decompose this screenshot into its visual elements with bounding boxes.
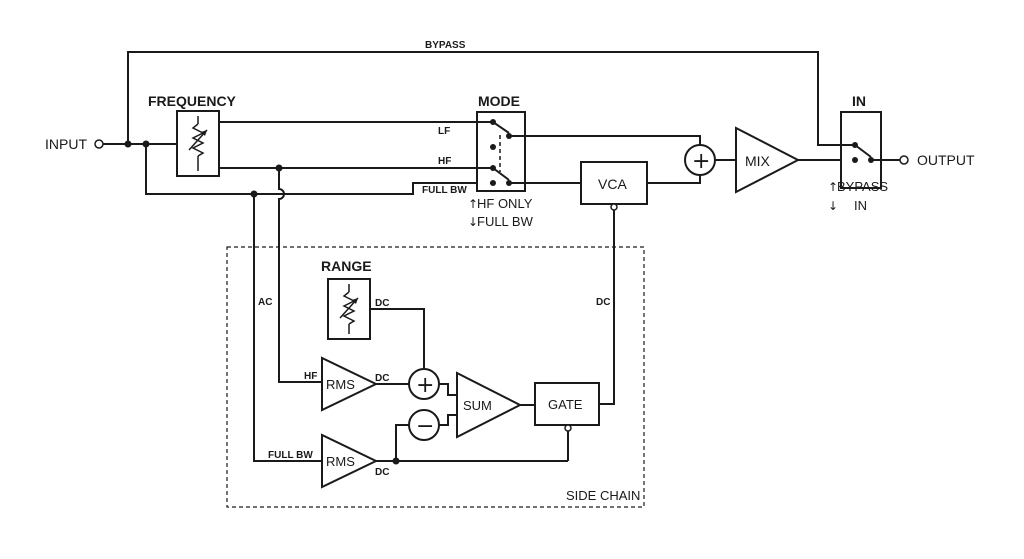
gate-to-vca-wire bbox=[599, 210, 615, 405]
mode-switch-contacts bbox=[477, 119, 512, 186]
side-summer-plus-icon: + bbox=[416, 373, 434, 398]
bypass-label: BYPASS bbox=[425, 40, 466, 51]
side-chain-label: SIDE CHAIN bbox=[566, 488, 640, 503]
hf-only-label: HF ONLY bbox=[477, 196, 533, 211]
output-terminal bbox=[899, 155, 909, 165]
input-terminal bbox=[94, 139, 104, 149]
gate-label: GATE bbox=[548, 397, 583, 412]
plus-to-sum-wire bbox=[439, 383, 457, 396]
minus-to-sum-wire bbox=[439, 414, 457, 426]
mix-amplifier bbox=[735, 126, 801, 194]
rms-hf-dc-label: DC bbox=[375, 373, 389, 384]
up-arrow-icon: ↑ bbox=[468, 197, 478, 211]
in-switch-label: IN bbox=[854, 198, 867, 213]
side-summer-minus-icon: − bbox=[416, 414, 434, 439]
range-title: RANGE bbox=[321, 258, 372, 274]
range-potentiometer-icon bbox=[339, 284, 359, 334]
output-label: OUTPUT bbox=[917, 152, 975, 168]
lf-out-wire bbox=[509, 135, 701, 147]
rms-fullbw-dc-label: DC bbox=[375, 467, 389, 478]
frequency-title: FREQUENCY bbox=[148, 93, 237, 109]
vca-out-wire bbox=[647, 173, 701, 184]
mode-title: MODE bbox=[478, 93, 520, 109]
bypass-switch-label: BYPASS bbox=[837, 179, 888, 194]
frequency-potentiometer-icon bbox=[188, 116, 208, 171]
bypass-up-arrow-icon: ↑ bbox=[828, 180, 838, 194]
mix-label: MIX bbox=[745, 153, 771, 169]
input-label: INPUT bbox=[45, 136, 87, 152]
fullbw-label: FULL BW bbox=[422, 185, 467, 196]
mode-switch-box bbox=[476, 111, 526, 192]
range-out-wire bbox=[370, 308, 425, 368]
sum-label: SUM bbox=[463, 398, 492, 413]
vca-dc-label: DC bbox=[596, 297, 610, 308]
side-chain-boundary bbox=[226, 246, 645, 508]
full-bw-mode-label: FULL BW bbox=[477, 214, 534, 229]
hf-label: HF bbox=[438, 156, 451, 167]
sidechain-fullbw-wire bbox=[253, 194, 322, 462]
vca-control-terminal bbox=[610, 203, 618, 211]
range-dc-label: DC bbox=[375, 298, 389, 309]
sidechain-fullbw-label: FULL BW bbox=[268, 450, 313, 461]
sidechain-hf-wire bbox=[278, 168, 322, 383]
rms-hf-label: RMS bbox=[326, 377, 355, 392]
rms-fullbw-to-minus-wire bbox=[395, 424, 409, 461]
main-summer-plus-icon: + bbox=[692, 149, 710, 174]
rms-fullbw-label: RMS bbox=[326, 454, 355, 469]
rms-fullbw-detector bbox=[321, 433, 379, 489]
sum-amplifier bbox=[456, 371, 523, 439]
ac-label: AC bbox=[258, 297, 272, 308]
fullbw-wire bbox=[145, 144, 490, 195]
rms-hf-detector bbox=[321, 356, 379, 412]
bypass-switch-contacts bbox=[818, 142, 900, 163]
vca-label: VCA bbox=[598, 176, 627, 192]
down-arrow-icon: ↓ bbox=[468, 215, 478, 229]
in-title: IN bbox=[852, 93, 866, 109]
sidechain-hf-label: HF bbox=[304, 371, 317, 382]
gate-control-terminal bbox=[564, 424, 572, 432]
lf-label: LF bbox=[438, 126, 450, 137]
bypass-down-arrow-icon: ↓ bbox=[828, 199, 838, 213]
